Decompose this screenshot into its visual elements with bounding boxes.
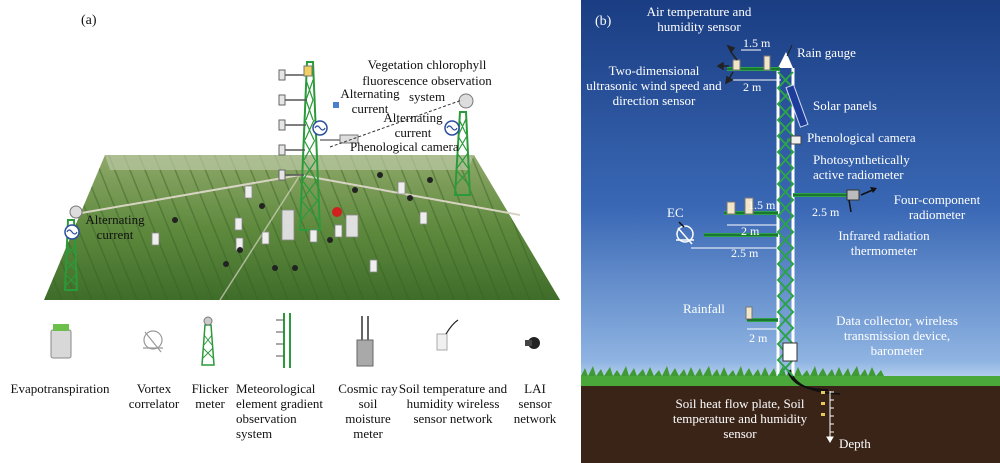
ac-symbol-3 <box>444 120 460 136</box>
wind-sensor-icon <box>716 44 738 85</box>
phenological-camera-label-b: Phenological camera <box>807 130 916 145</box>
ac-symbol-1 <box>64 224 80 240</box>
dim-low-2m: 2 m <box>749 331 768 345</box>
ground-soil <box>581 366 1000 463</box>
par-radiometer-label: Photosynthetically active radiometer <box>813 152 910 182</box>
dim-right-2-5m: 2.5 m <box>812 205 840 219</box>
panel-b-label: (b) <box>595 14 612 29</box>
four-component-label: Four-component radiometer <box>893 192 981 222</box>
depth-label: Depth <box>839 436 871 451</box>
flicker-meter-icon <box>201 316 215 366</box>
soil-heat-label: Soil heat flow plate, Soil temperature a… <box>672 396 808 441</box>
tower-bracing <box>776 71 795 377</box>
panel-a-illustration <box>44 61 560 368</box>
dim-mid-2m: 2 m <box>741 224 760 238</box>
vegetation-chlorophyll-callout: Vegetation chlorophyll fluorescence obse… <box>362 57 492 104</box>
ac-callout-left: Alternating current <box>85 212 145 242</box>
legend-flicker-meter: Flicker meter <box>191 381 229 411</box>
air-temp-label: Air temperature and humidity sensor <box>646 4 752 34</box>
panel-b-illustration <box>581 44 1000 463</box>
panel-a-label: (a) <box>81 13 97 28</box>
dim-left-2-5m: 2.5 m <box>731 246 759 260</box>
legend-cosmic-ray: Cosmic ray soil moisture meter <box>338 381 398 441</box>
dim-top-2m: 2 m <box>743 80 762 94</box>
solar-panel-icon <box>785 84 809 128</box>
top-arm <box>727 49 781 81</box>
rainfall-arm <box>745 306 778 330</box>
legend-lai-sensor: LAI sensor network <box>513 381 557 426</box>
lysimeter-icon <box>50 324 72 359</box>
meteorological-tower-icon <box>276 313 291 368</box>
rain-gauge-pointer <box>786 44 793 57</box>
underground-sensors <box>821 391 825 416</box>
flux-tower-right <box>329 93 474 196</box>
field-sensors <box>151 181 428 273</box>
legend-evapotranspiration: Evapotranspiration <box>10 381 110 396</box>
depth-scale <box>826 391 834 443</box>
phenological-camera-callout: Phenological camera <box>350 139 459 154</box>
wind-sensor-label: Two-dimensional ultrasonic wind speed an… <box>586 63 722 108</box>
ac-symbol-2 <box>312 120 328 136</box>
legend-vortex-correlator: Vortex correlator <box>128 381 180 411</box>
lai-sensor-icon <box>525 337 540 349</box>
rain-gauge-label: Rain gauge <box>797 45 856 60</box>
vortex-correlator-icon <box>143 330 163 353</box>
farmland-aerial-photo <box>44 155 560 301</box>
soil-sensor-icon <box>436 319 459 351</box>
lai-sensors <box>172 172 433 271</box>
four-component-arm <box>793 187 877 213</box>
legend-meteorological: Meteorological element gradient observat… <box>236 381 323 441</box>
phenological-camera-icon-b <box>787 135 802 145</box>
ac-callout-tower: Alternating current <box>340 86 400 116</box>
ec-arm <box>691 233 778 249</box>
ec-sensor-icon <box>676 221 694 245</box>
sensor-marker-red <box>332 207 342 217</box>
infrared-label: Infrared radiation thermometer <box>838 228 930 258</box>
mid-arm <box>724 197 778 226</box>
data-collector-label: Data collector, wireless transmission de… <box>836 313 958 358</box>
legend-soil-sensor: Soil temperature and humidity wireless s… <box>398 381 508 426</box>
dim-mid-1-5m: 1.5 m <box>748 198 776 212</box>
dim-top-1-5m: 1.5 m <box>743 36 771 50</box>
ac-callout-right: Alternating current <box>383 110 443 140</box>
panel-b: (b) Air temperature and humidity sensor … <box>581 0 1000 463</box>
ec-label: EC <box>667 205 684 220</box>
flux-tower-left <box>63 205 83 291</box>
rainfall-label: Rainfall <box>683 301 725 316</box>
solar-panels-label: Solar panels <box>813 98 877 113</box>
phenological-camera-icon <box>320 134 359 144</box>
data-collector-box <box>782 342 798 362</box>
cosmic-ray-meter-icon <box>356 316 374 367</box>
